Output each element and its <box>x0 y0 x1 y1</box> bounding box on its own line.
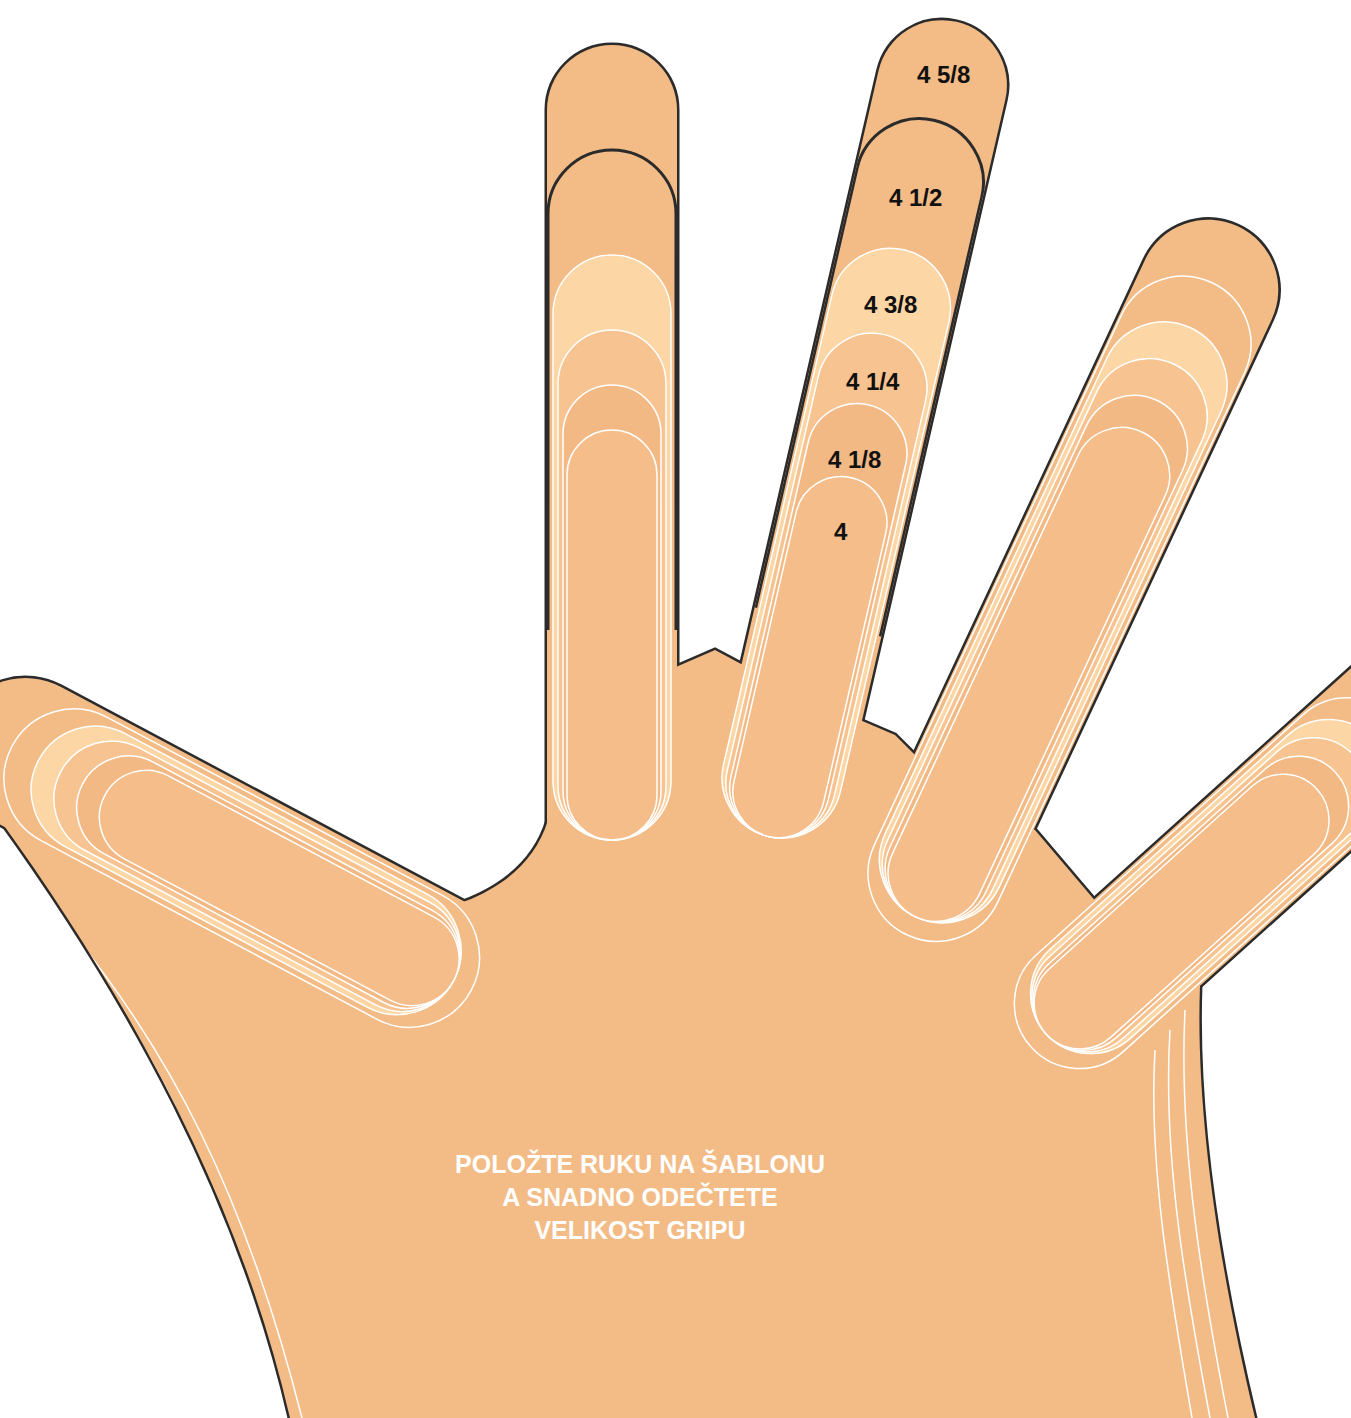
size-contour <box>872 412 1185 937</box>
palm-contour <box>20 880 262 1418</box>
finger-outline <box>547 45 677 1000</box>
size-contour <box>58 738 478 1027</box>
size-contour <box>0 684 504 1052</box>
grip-size: 4 1/4 <box>846 368 899 396</box>
size-contour <box>1015 755 1348 1068</box>
size-contour <box>720 394 917 848</box>
size-contour <box>715 322 938 849</box>
size-contour <box>1009 715 1351 1074</box>
hand-fill <box>0 7 1351 1418</box>
grip-size: 4 1/2 <box>889 184 942 212</box>
finger-fill <box>0 652 630 1122</box>
grip-size: 4 <box>834 518 847 546</box>
size-contour <box>563 385 661 840</box>
palm-contour <box>70 930 302 1418</box>
palm-contour <box>1169 1030 1210 1418</box>
palm-contour <box>1184 1010 1228 1418</box>
grip-size: 4 1/8 <box>828 446 881 474</box>
size-contour <box>724 467 896 846</box>
size-contour <box>567 430 657 840</box>
instruction-text: POLOŽTE RUKU NA ŠABLONU A SNADNO ODEČTET… <box>450 1148 830 1247</box>
size-contour <box>1006 695 1351 1079</box>
size-contour <box>9 704 484 1038</box>
grip-size: 4 3/8 <box>864 291 917 319</box>
hand-outline <box>0 7 1351 1418</box>
size-contour <box>868 378 1205 939</box>
size-contour <box>553 255 671 840</box>
finger-fill <box>547 45 677 1000</box>
size-contour <box>83 754 476 1022</box>
size-contours <box>0 106 1351 1418</box>
palm-contour <box>1154 1050 1192 1418</box>
grip-size: 4 5/8 <box>917 61 970 89</box>
palm-contour <box>45 905 282 1418</box>
size-contour <box>1013 736 1351 1071</box>
size-contour <box>33 721 480 1032</box>
size-contour <box>558 330 666 840</box>
